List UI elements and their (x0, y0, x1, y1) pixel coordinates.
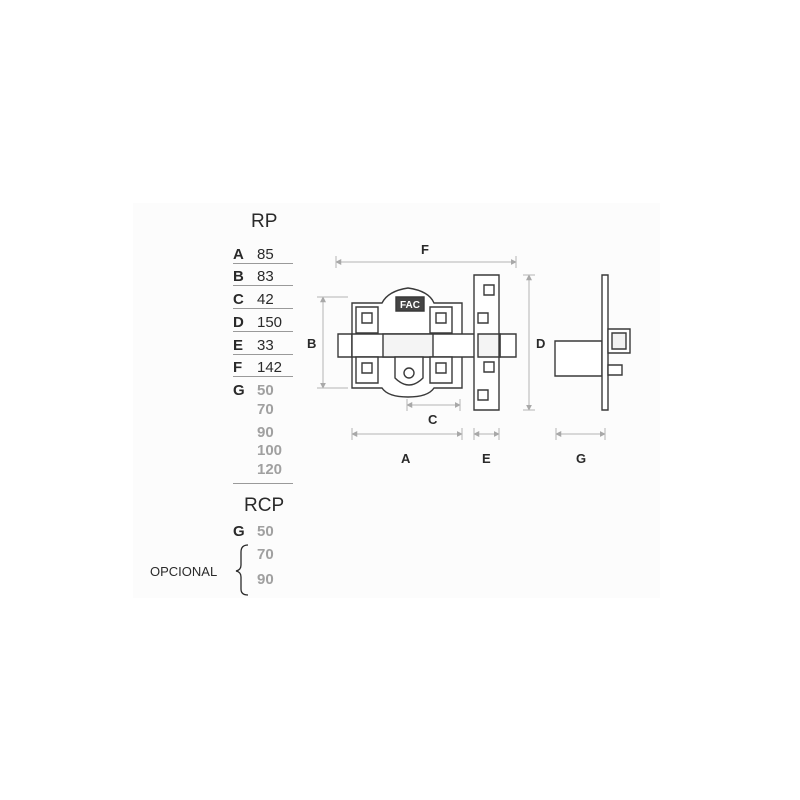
rp-divider (233, 331, 293, 332)
rp-g-value: 120 (257, 461, 283, 478)
rcp-key-g: G (233, 523, 245, 540)
dimension-label-d: D (536, 336, 546, 351)
rp-key-b: B (233, 268, 244, 285)
lock-side-view (555, 275, 630, 410)
screw-icon (436, 363, 446, 373)
screw-icon (484, 362, 494, 372)
screw-icon (362, 313, 372, 323)
cylinder-body (555, 341, 602, 376)
dimension-label-e: E (482, 451, 491, 466)
screw-icon (478, 313, 488, 323)
rp-key-d: D (233, 314, 244, 331)
rp-divider (233, 483, 293, 484)
rp-value-e: 33 (257, 337, 274, 354)
dimension-label-a: A (401, 451, 411, 466)
brand-logo-text: FAC (400, 300, 420, 311)
dimension-label-f: F (421, 242, 429, 257)
lock-front-view (338, 288, 516, 397)
rp-value-f: 142 (257, 359, 283, 376)
rcp-title: RCP (244, 495, 285, 516)
dimension-lines (317, 256, 606, 440)
rp-divider (233, 376, 293, 377)
side-housing-inner (612, 333, 626, 349)
rp-divider (233, 263, 293, 264)
rp-g-value: 100 (257, 442, 283, 459)
rp-value-c: 42 (257, 291, 274, 308)
rp-g-value: 90 (257, 424, 274, 441)
dimension-label-g: G (576, 451, 587, 466)
striker-plate (474, 275, 499, 410)
bolt-end-right (500, 334, 516, 357)
rp-divider (233, 308, 293, 309)
dimension-label-c: C (428, 412, 438, 427)
rp-value-a: 85 (257, 246, 274, 263)
rp-key-e: E (233, 337, 244, 354)
optional-label: OPCIONAL (150, 564, 218, 579)
rcp-g-value: 50 (257, 523, 274, 540)
rp-divider (233, 285, 293, 286)
bolt-center (383, 334, 433, 357)
rp-key-f: F (233, 359, 243, 376)
bolt-end-left (338, 334, 352, 357)
screw-icon (478, 390, 488, 400)
rp-g-value: 50 (257, 382, 274, 399)
screw-icon (362, 363, 372, 373)
rp-value-d: 150 (257, 314, 283, 331)
side-tab (608, 365, 622, 375)
rp-key-c: C (233, 291, 244, 308)
rcp-optional-value: 90 (257, 571, 274, 588)
cylinder-keyhole (404, 368, 414, 378)
side-plate (602, 275, 608, 410)
rp-key-g: G (233, 382, 245, 399)
rcp-optional-value: 70 (257, 546, 274, 563)
rp-g-value: 70 (257, 401, 274, 418)
screw-icon (484, 285, 494, 295)
rp-divider (233, 354, 293, 355)
drawing-panel (133, 203, 660, 598)
screw-icon (436, 313, 446, 323)
brand-logo (396, 297, 424, 311)
rp-key-a: A (233, 246, 244, 263)
rp-title: RP (251, 211, 278, 232)
rp-value-b: 83 (257, 268, 274, 285)
dimension-label-b: B (307, 336, 317, 351)
